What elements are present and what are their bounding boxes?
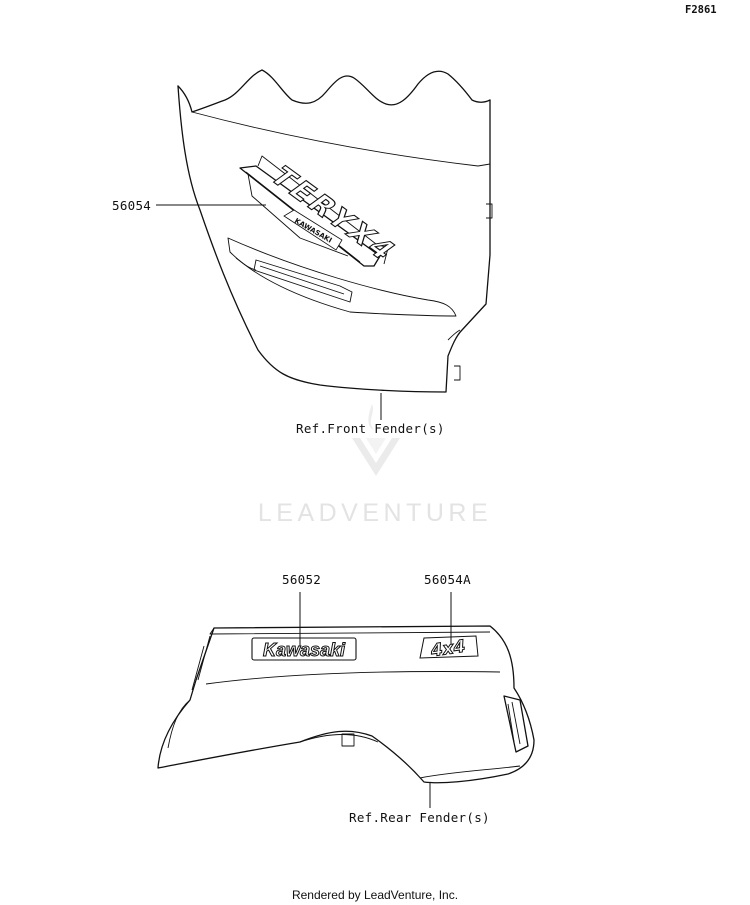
4x4-decal: 4x4 xyxy=(419,635,479,662)
teryx4-decal: TERYX4 KAWASAKI xyxy=(239,155,407,267)
kawasaki-decal-text: Kawasaki xyxy=(263,640,346,660)
diagram-id: F2861 xyxy=(685,4,717,16)
footer-credit: Rendered by LeadVenture, Inc. xyxy=(292,888,458,902)
rear-fender-reference: Ref.Rear Fender(s) xyxy=(349,810,490,825)
front-fender-reference: Ref.Front Fender(s) xyxy=(296,421,445,436)
leadventure-watermark-logo xyxy=(352,404,400,476)
part-number-56054: 56054 xyxy=(112,198,151,213)
4x4-decal-text: 4x4 xyxy=(429,637,467,662)
watermark-text: LEADVENTURE xyxy=(258,499,492,527)
kawasaki-decal: Kawasaki xyxy=(251,637,357,661)
front-fender-illustration: TERYX4 KAWASAKI xyxy=(177,69,493,393)
rear-fender-illustration: Kawasaki 4x4 xyxy=(157,625,535,784)
part-number-56052: 56052 xyxy=(282,572,321,587)
part-number-56054a: 56054A xyxy=(424,572,471,587)
